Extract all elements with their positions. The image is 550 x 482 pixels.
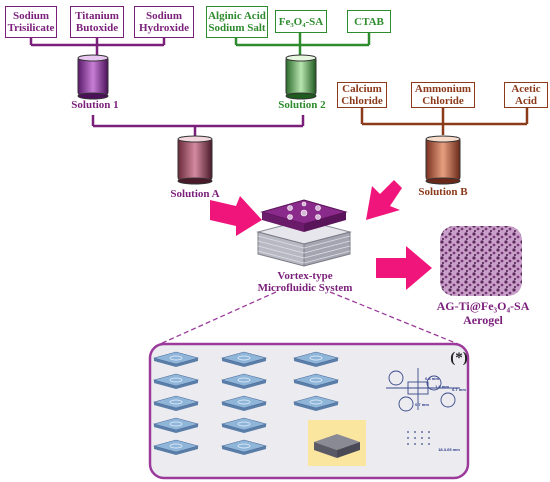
arrow-from-solution-b xyxy=(366,180,402,220)
label-solution-a: Solution A xyxy=(170,188,220,200)
reagent-sodium-hydroxide: Sodium Hydroxide xyxy=(134,6,194,38)
label-solution-b: Solution B xyxy=(418,186,468,198)
dim-3: 6.7 mm xyxy=(452,387,466,392)
reagent-acetic-acid: Acetic Acid xyxy=(504,82,548,108)
inset-layer-tile xyxy=(220,439,268,455)
reagent-ctab: CTAB xyxy=(347,10,391,33)
inset-layer-tile xyxy=(220,395,268,411)
dim-5: 18.3.65 mm xyxy=(438,447,460,452)
inset-layer-tile xyxy=(152,351,200,367)
label-product: AG-Ti@Fe₃O₄-SA Aerogel xyxy=(436,299,530,327)
inset-marker: (*) xyxy=(450,350,468,366)
inset-layer-tile xyxy=(220,351,268,367)
inset-layer-tile xyxy=(152,439,200,455)
dim-1: 0.8 mm xyxy=(425,376,439,381)
beaker-a-icon xyxy=(177,135,213,185)
beaker-2-icon xyxy=(285,54,317,100)
microfluidic-chip-icon xyxy=(256,199,352,267)
inset-layer-tile xyxy=(220,373,268,389)
inset-layer-tile xyxy=(152,395,200,411)
group3-connector xyxy=(360,108,529,135)
inset-technical-drawing xyxy=(386,368,460,445)
aerogel-icon xyxy=(440,226,522,296)
inset-layer-tile xyxy=(152,417,200,433)
inset-layer-tile xyxy=(292,351,340,367)
group1-connector xyxy=(29,38,166,55)
reagent-alginic-acid: Alginic Acid Sodium Salt xyxy=(206,6,268,38)
reagent-sodium-trisilicate: Sodium Trisilicate xyxy=(5,6,57,38)
inset-assembled-chip xyxy=(308,420,366,466)
inset-layer-tile xyxy=(152,373,200,389)
arrow-to-aerogel xyxy=(376,246,432,290)
reagent-titanium-butoxide: Titanium Butoxide xyxy=(70,6,124,38)
dim-4: 0.7 mm xyxy=(415,402,429,407)
dim-2: 1.8 mm xyxy=(435,384,449,389)
reagent-ammonium-chloride: Ammonium Chloride xyxy=(411,82,475,108)
label-device: Vortex-type Microfluidic System xyxy=(257,270,353,294)
label-solution-2: Solution 2 xyxy=(278,99,326,111)
inset-layer-grid xyxy=(152,351,340,455)
beaker-1-icon xyxy=(77,54,109,100)
group2-connector xyxy=(234,33,371,55)
inset-layer-tile xyxy=(292,395,340,411)
inset-layer-tile xyxy=(220,417,268,433)
inset-layer-tile xyxy=(292,373,340,389)
label-solution-1: Solution 1 xyxy=(71,99,119,111)
arrow-from-solution-a xyxy=(210,196,262,236)
reagent-fe3o4-sa: Fe₃O₄-SA xyxy=(275,10,327,33)
zoom-lines xyxy=(159,291,459,345)
reagent-calcium-chloride: Calcium Chloride xyxy=(337,82,387,108)
merge-connector xyxy=(91,115,305,136)
beaker-b-icon xyxy=(425,135,461,185)
